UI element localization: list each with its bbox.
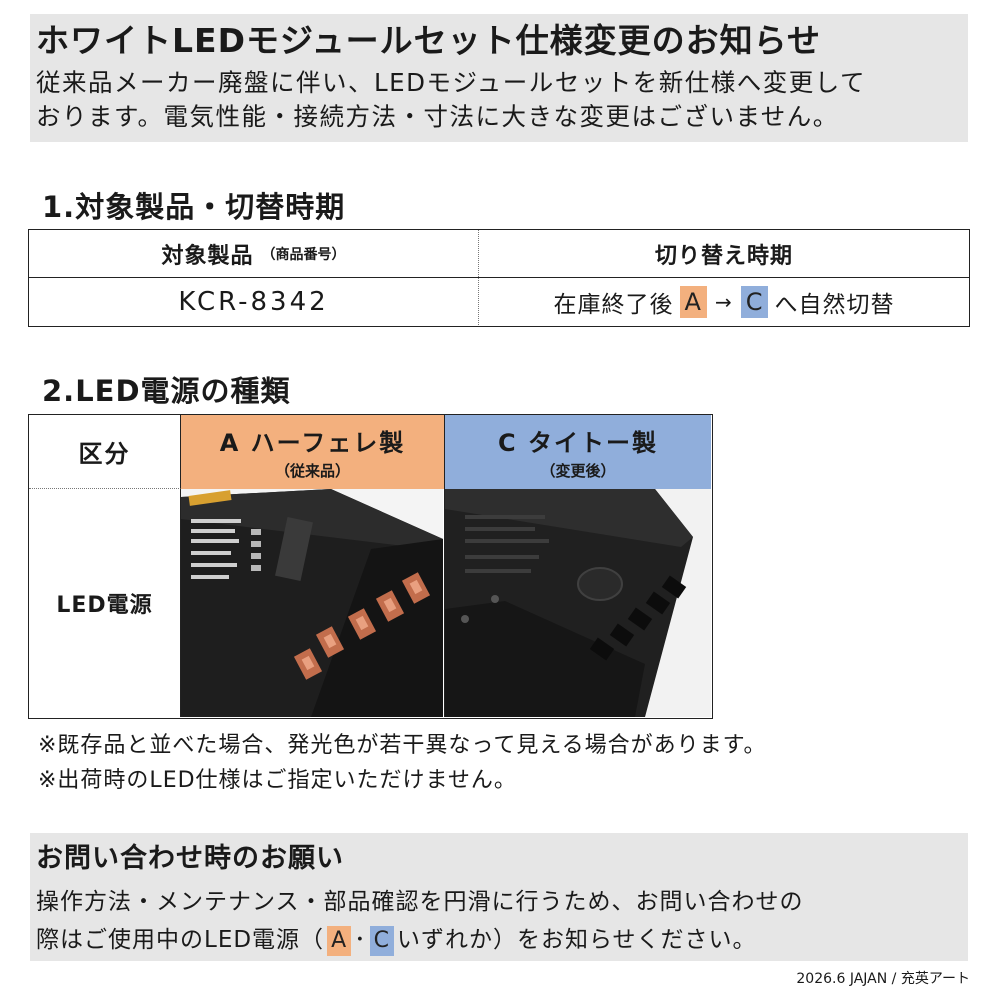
notice-line-1: 従来品メーカー廃盤に伴い、LEDモジュールセットを新仕様へ変更して <box>36 68 867 97</box>
note-1: ※既存品と並べた場合、発光色が若干異なって見える場合があります。 <box>38 733 767 758</box>
notice-line-2: おります。電気性能・接続方法・寸法に大きな変更はございません。 <box>36 102 839 131</box>
table-header-cell: 対象製品 （商品番号） <box>29 230 479 277</box>
category-header-label: 区分 <box>78 440 131 468</box>
badge-c: C <box>369 926 394 956</box>
target-product-table: 対象製品 （商品番号） 切り替え時期 KCR-8342 在庫終了後 A → C … <box>28 229 970 327</box>
notes: ※既存品と並べた場合、発光色が若干異なって見える場合があります。 ※出荷時のLE… <box>38 728 766 798</box>
note-2: ※出荷時のLED仕様はご指定いただけません。 <box>38 768 517 793</box>
section2-title: 2.LED電源の種類 <box>42 374 291 408</box>
type-a-power-supply-photo <box>181 489 445 717</box>
inquiry-panel: お問い合わせ時のお願い 操作方法・メンテナンス・部品確認を円滑に行うため、お問い… <box>30 833 968 961</box>
type-c-label: C タイトー製 <box>498 429 658 457</box>
table-cell: KCR-8342 <box>29 278 479 325</box>
product-header: 対象製品 <box>161 243 254 269</box>
table-header-row: 対象製品 （商品番号） 切り替え時期 <box>29 230 969 278</box>
power-supply-table: 区分 A ハーフェレ製 （従来品） C タイトー製 （変更後） LED電源 <box>28 414 713 719</box>
badge-a: A <box>327 926 352 956</box>
badge-separator: ･ <box>354 927 367 953</box>
notice-panel: ホワイトLEDモジュールセット仕様変更のお知らせ 従来品メーカー廃盤に伴い、LE… <box>30 14 968 142</box>
arrow-right-icon: → <box>714 289 733 314</box>
badge-a: A <box>679 285 707 318</box>
type-c-note: （変更後） <box>540 462 616 480</box>
table-header-cell: 切り替え時期 <box>479 230 969 277</box>
inquiry-body: 操作方法・メンテナンス・部品確認を円滑に行うため、お問い合わせの 際はご使用中の… <box>36 883 962 959</box>
table-row: KCR-8342 在庫終了後 A → C へ自然切替 <box>29 278 969 325</box>
product-header-note: （商品番号） <box>261 246 346 263</box>
switch-timing-cell: 在庫終了後 A → C へ自然切替 <box>479 278 969 325</box>
notice-title: ホワイトLEDモジュールセット仕様変更のお知らせ <box>36 21 821 60</box>
type-a-label: A ハーフェレ製 <box>219 429 406 457</box>
inquiry-line-2-suffix: いずれか）をお知らせください。 <box>397 927 757 953</box>
led-power-row-label: LED電源 <box>29 489 181 717</box>
notice-body: 従来品メーカー廃盤に伴い、LEDモジュールセットを新仕様へ変更して おります。電… <box>36 66 962 134</box>
switch-header: 切り替え時期 <box>654 243 793 269</box>
type-c-power-supply-photo <box>445 489 711 717</box>
type-c-power-supply-image <box>445 489 711 717</box>
switch-prefix: 在庫終了後 <box>553 291 674 318</box>
type-a-header: A ハーフェレ製 （従来品） <box>181 415 445 489</box>
switch-suffix: へ自然切替 <box>774 291 895 318</box>
category-header: 区分 <box>29 415 181 489</box>
footer-credit: 2026.6 JAJAN / 充英アート <box>796 971 970 987</box>
type-c-header: C タイトー製 （変更後） <box>445 415 711 489</box>
inquiry-line-2-prefix: 際はご使用中のLED電源（ <box>36 927 325 953</box>
section1-title: 1.対象製品・切替時期 <box>42 190 346 224</box>
badge-c: C <box>740 285 769 318</box>
type-a-power-supply-image <box>181 489 443 717</box>
inquiry-title: お問い合わせ時のお願い <box>36 843 344 874</box>
type-a-note: （従来品） <box>274 462 350 480</box>
inquiry-line-1: 操作方法・メンテナンス・部品確認を円滑に行うため、お問い合わせの <box>36 889 804 915</box>
model-number: KCR-8342 <box>178 286 329 317</box>
